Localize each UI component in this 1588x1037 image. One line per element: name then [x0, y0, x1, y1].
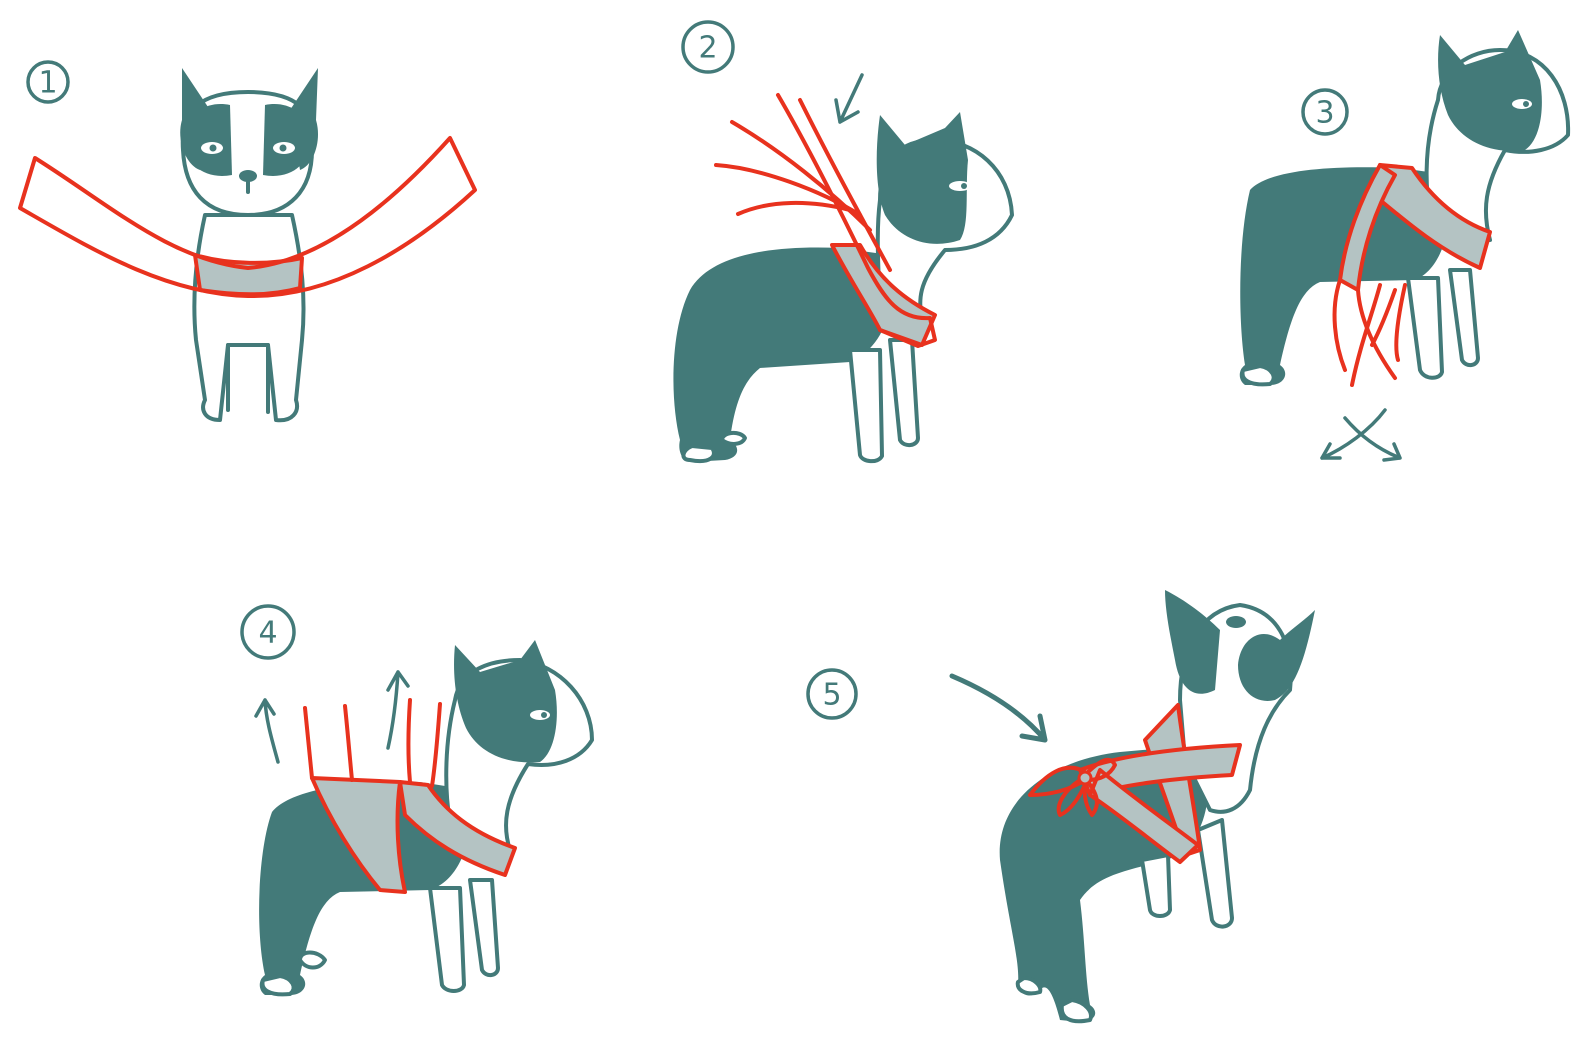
- step-1-number: 1: [38, 66, 57, 101]
- step-4-up-arrow-right-icon: [386, 670, 410, 750]
- step-1-panel: 1: [18, 60, 477, 423]
- step-1-nose: [239, 170, 257, 182]
- step-4-ribbon: [303, 698, 517, 894]
- step-5-bow-icon: [1028, 757, 1117, 817]
- step-5-pointer-arrow-icon: [949, 673, 1048, 743]
- step-2-number: 2: [698, 31, 717, 66]
- step-2-dog: [673, 112, 1014, 464]
- step-4-number: 4: [258, 616, 277, 651]
- step-5-ribbon: [1028, 703, 1242, 864]
- step-3-number: 3: [1315, 96, 1334, 131]
- step-3-cross-arrows-icon: [1320, 408, 1402, 462]
- step-2-down-arrow-icon: [834, 73, 864, 124]
- step-2-ribbon: [714, 93, 937, 348]
- step-1-dog: [180, 68, 319, 423]
- step-3-number-badge: 3: [1301, 88, 1349, 136]
- step-4-up-arrow-left-icon: [254, 698, 280, 764]
- step-3-ribbon: [1332, 163, 1492, 387]
- step-4-dog: [259, 640, 594, 997]
- step-5-number-badge: 5: [806, 668, 858, 720]
- step-5-number: 5: [822, 678, 841, 713]
- step-5-panel: 5: [806, 590, 1315, 1024]
- step-5-nose: [1226, 616, 1246, 628]
- step-5-dog: [999, 590, 1315, 1024]
- step-4-panel: 4: [240, 604, 594, 997]
- step-1-number-badge: 1: [26, 60, 70, 104]
- step-2-panel: 2: [673, 20, 1014, 464]
- step-2-eye: [949, 181, 971, 191]
- step-1-ribbon: [18, 136, 477, 299]
- step-3-panel: 3: [1239, 30, 1571, 462]
- step-2-number-badge: 2: [681, 20, 735, 74]
- step-4-number-badge: 4: [240, 604, 296, 660]
